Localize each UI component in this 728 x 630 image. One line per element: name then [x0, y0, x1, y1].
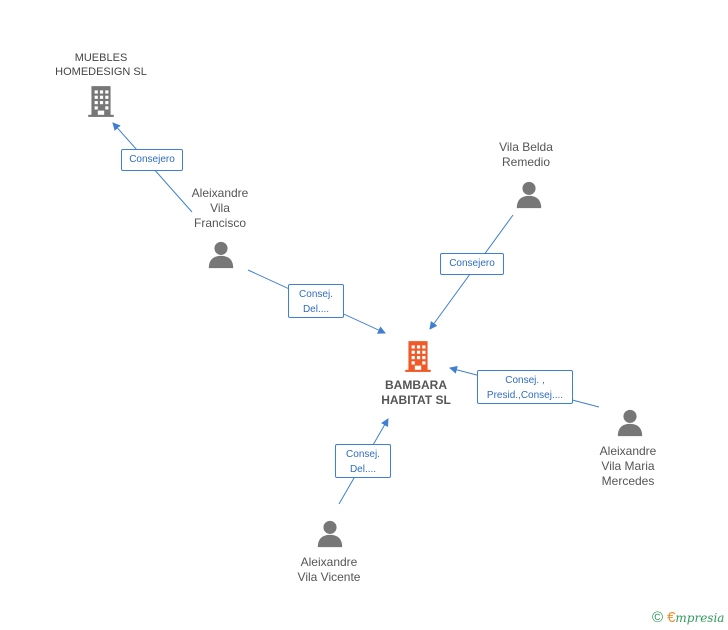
edge-label-e5[interactable]: Consej. Del....: [335, 444, 391, 478]
brand-name: mpresia: [675, 611, 725, 625]
building-icon-muebles[interactable]: [84, 84, 118, 123]
person-icon-francisco[interactable]: [206, 239, 236, 274]
building-icon-bambara[interactable]: [401, 339, 435, 378]
node-label-bambara[interactable]: BAMBARA HABITAT SL: [381, 378, 451, 407]
edge-label-e4[interactable]: Consej. , Presid.,Consej....: [477, 370, 573, 404]
edge-label-e2[interactable]: Consej. Del....: [288, 284, 344, 318]
footer-brand: ©€mpresia: [652, 609, 724, 626]
edge-label-e3[interactable]: Consejero: [440, 253, 504, 275]
node-label-belda[interactable]: Vila Belda Remedio: [499, 140, 553, 169]
person-icon-belda[interactable]: [514, 179, 544, 214]
brand-initial: €: [667, 609, 676, 626]
person-icon-mercedes[interactable]: [615, 407, 645, 442]
person-icon-vicente[interactable]: [315, 518, 345, 553]
node-label-mercedes[interactable]: Aleixandre Vila Maria Mercedes: [599, 444, 657, 488]
edge-label-e1[interactable]: Consejero: [121, 149, 183, 171]
node-label-muebles[interactable]: MUEBLES HOMEDESIGN SL: [55, 52, 147, 78]
copyright-icon: ©: [652, 609, 664, 626]
node-label-francisco[interactable]: Aleixandre Vila Francisco: [191, 186, 249, 230]
node-label-vicente[interactable]: Aleixandre Vila Vicente: [297, 555, 361, 584]
